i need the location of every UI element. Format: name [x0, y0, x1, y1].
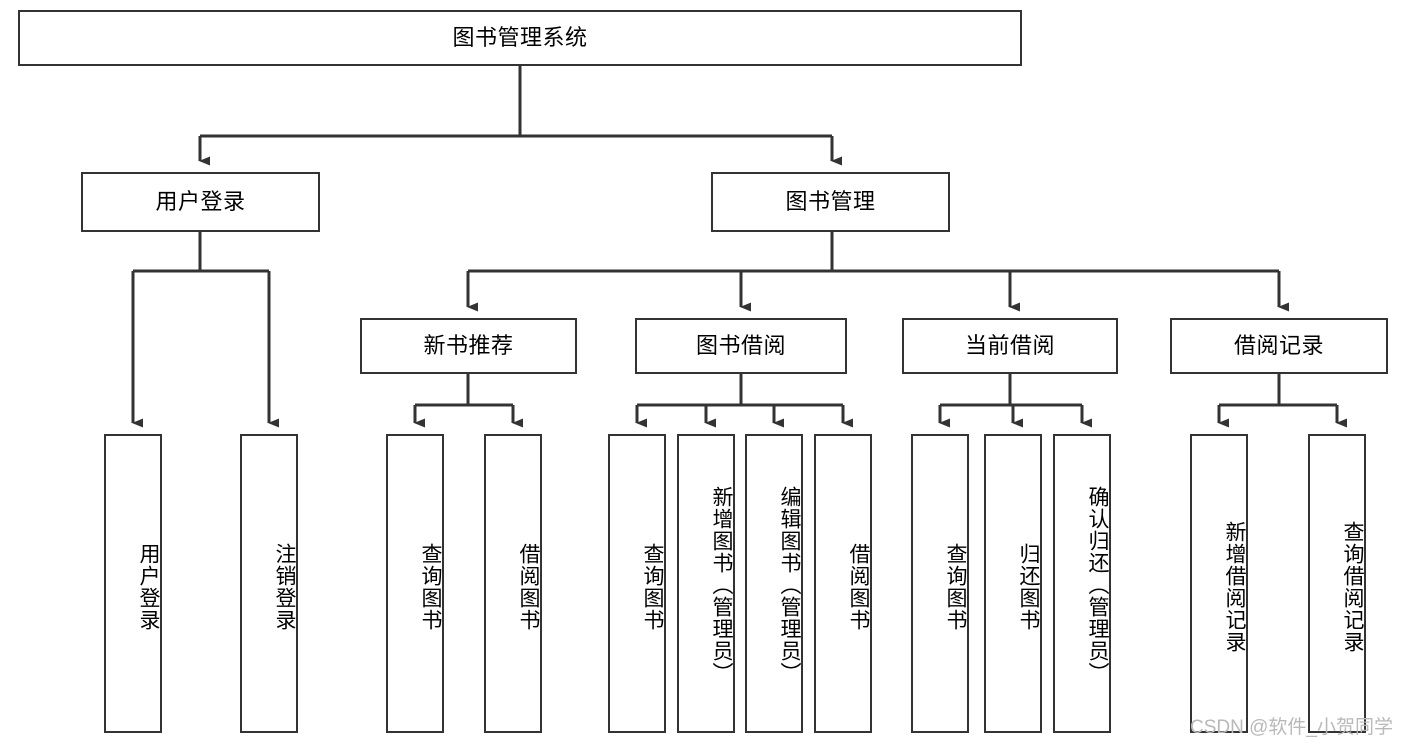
node-leaf-borrow-book-label: 借阅图书	[847, 542, 870, 631]
node-leaf-query-book-cur[interactable]: 查询图书	[911, 434, 969, 733]
node-leaf-query-record[interactable]: 查询借阅记录	[1308, 434, 1366, 733]
node-user-login-label: 用户登录	[155, 189, 246, 215]
node-root[interactable]: 图书管理系统	[18, 10, 1022, 66]
node-leaf-confirm-return-label: 确认归还（管理员）	[1086, 485, 1109, 684]
node-leaf-borrow-book-rec[interactable]: 借阅图书	[484, 434, 542, 733]
node-book-manage-label: 图书管理	[785, 189, 876, 215]
node-leaf-query-book-rec[interactable]: 查询图书	[386, 434, 444, 733]
node-leaf-logout[interactable]: 注销登录	[240, 434, 298, 733]
node-leaf-borrow-book[interactable]: 借阅图书	[814, 434, 872, 733]
node-user-login[interactable]: 用户登录	[81, 172, 320, 232]
node-leaf-add-book-label: 新增图书（管理员）	[710, 485, 733, 684]
node-leaf-query-book-rec-label: 查询图书	[419, 542, 442, 631]
node-leaf-query-book-borrow-label: 查询图书	[641, 542, 664, 631]
node-leaf-query-book-borrow[interactable]: 查询图书	[608, 434, 666, 733]
csdn-watermark: CSDN @软件_小贺同学	[1190, 717, 1393, 738]
node-leaf-borrow-book-rec-label: 借阅图书	[517, 542, 540, 631]
node-leaf-confirm-return[interactable]: 确认归还（管理员）	[1053, 434, 1111, 733]
node-current-borrow-label: 当前借阅	[964, 333, 1055, 359]
node-new-book-rec-label: 新书推荐	[423, 333, 514, 359]
node-borrow-record[interactable]: 借阅记录	[1170, 318, 1388, 374]
node-book-borrow-label: 图书借阅	[695, 333, 786, 359]
node-leaf-add-book[interactable]: 新增图书（管理员）	[677, 434, 735, 733]
node-leaf-return-book[interactable]: 归还图书	[984, 434, 1042, 733]
node-leaf-query-record-label: 查询借阅记录	[1341, 520, 1364, 653]
node-book-manage[interactable]: 图书管理	[711, 172, 950, 232]
node-leaf-edit-book-label: 编辑图书（管理员）	[778, 485, 801, 684]
node-leaf-user-login[interactable]: 用户登录	[104, 434, 162, 733]
node-current-borrow[interactable]: 当前借阅	[902, 318, 1118, 374]
node-book-borrow[interactable]: 图书借阅	[635, 318, 847, 374]
node-leaf-add-record[interactable]: 新增借阅记录	[1190, 434, 1248, 733]
node-leaf-add-record-label: 新增借阅记录	[1223, 520, 1246, 653]
node-leaf-return-book-label: 归还图书	[1017, 542, 1040, 631]
node-leaf-user-login-label: 用户登录	[137, 542, 160, 631]
node-leaf-query-book-cur-label: 查询图书	[944, 542, 967, 631]
node-leaf-edit-book[interactable]: 编辑图书（管理员）	[745, 434, 803, 733]
node-borrow-record-label: 借阅记录	[1233, 333, 1324, 359]
node-leaf-logout-label: 注销登录	[273, 542, 296, 631]
node-new-book-rec[interactable]: 新书推荐	[360, 318, 577, 374]
node-root-label: 图书管理系统	[452, 25, 588, 51]
